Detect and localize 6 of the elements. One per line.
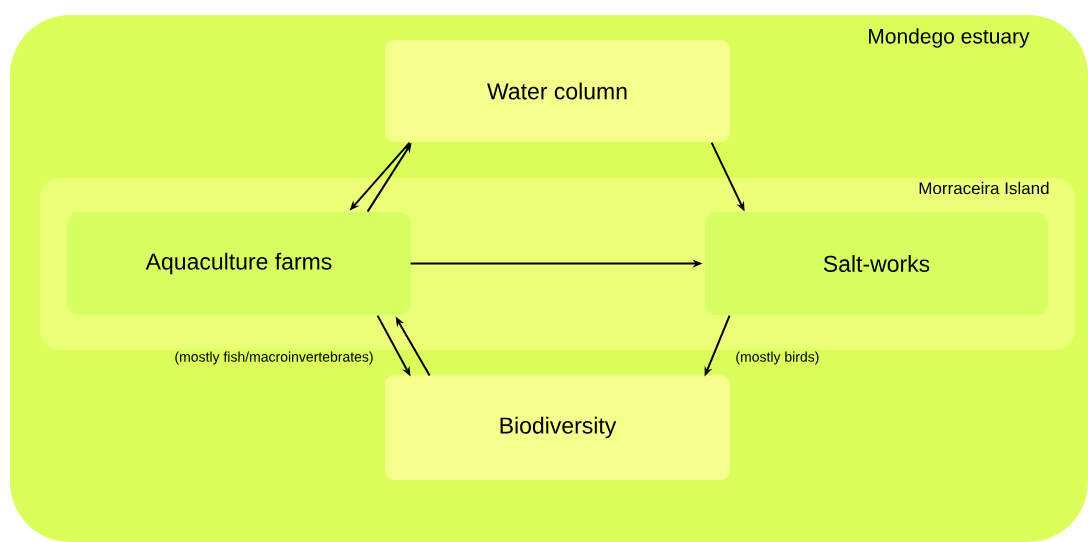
box: Salt-works	[705, 212, 1048, 315]
box: Biodiversity	[385, 375, 730, 480]
box: Aquaculture farms	[67, 212, 411, 315]
edge-label: (mostly fish/macroinvertebrates)	[172, 349, 376, 367]
box: Water column	[385, 40, 730, 142]
edge-label: (mostly birds)	[733, 349, 822, 367]
